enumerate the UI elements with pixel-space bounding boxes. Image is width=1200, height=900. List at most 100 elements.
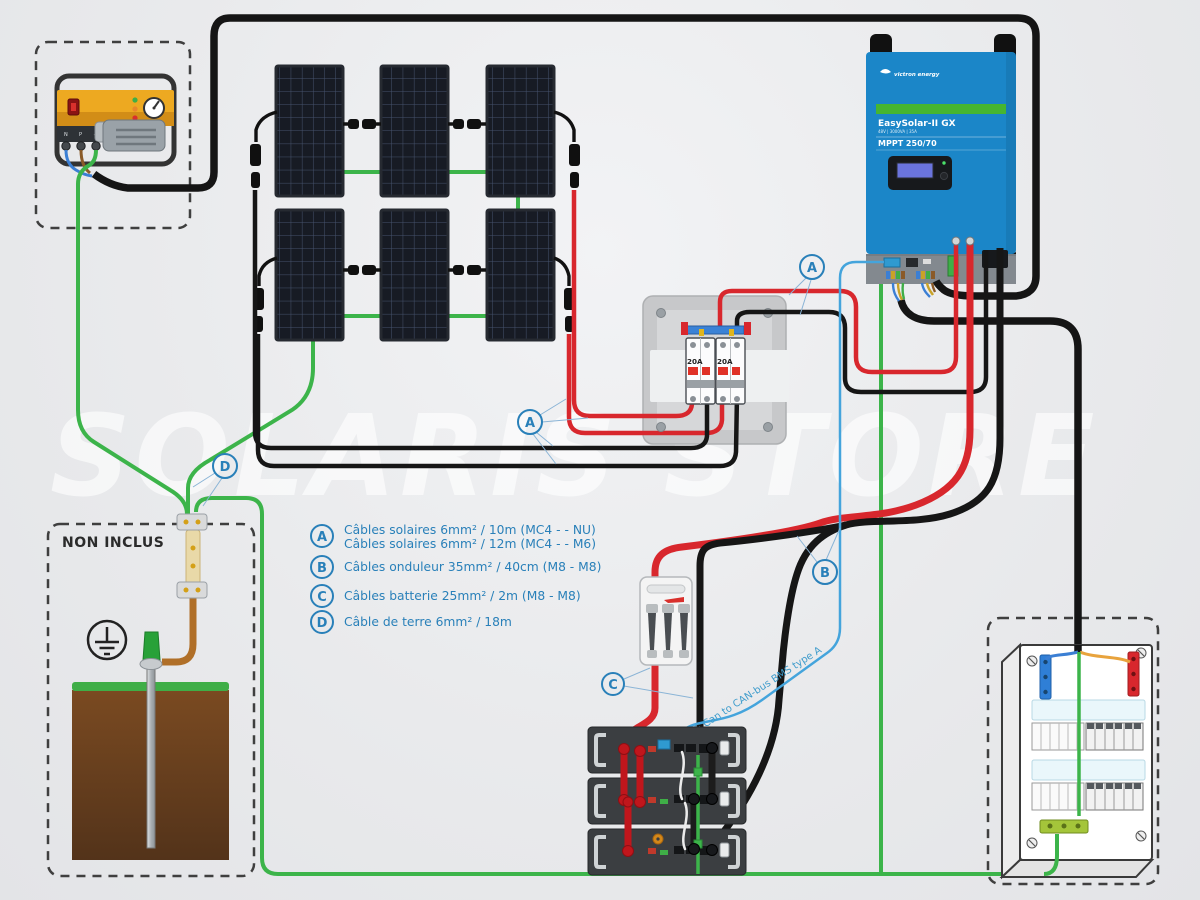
ground-wire-generator [76,149,189,515]
svg-text:C: C [317,590,327,605]
pv-cable-red-string1 [571,190,695,419]
legend-marker-d [310,610,334,634]
wire-clamp [176,581,208,599]
breaker-row [1031,782,1144,811]
victron-wing-icon [880,69,891,74]
solar-panel [379,64,450,198]
svg-text:D: D [220,460,231,475]
solar-panel [379,208,450,342]
breaker-rating-label: 20A [687,357,703,366]
solar-panel [485,64,556,198]
panel-screws [1026,647,1147,849]
battery-switch [719,740,730,756]
solar-panel [485,208,556,342]
gx-led [942,161,946,165]
ac-cable-generator-to-inverter [91,14,1040,300]
solar-array [250,64,580,342]
generator-engine [102,119,166,152]
battery-jumpers [620,744,716,855]
svg-text:B: B [317,561,327,576]
panel-live-wire [1079,650,1131,664]
solar-panel-row1 [274,64,556,198]
legend-marker-a [310,524,334,548]
marker-a2 [517,409,543,435]
inverter-easysolar: victron energy EasySolar-II GX 48V | 300… [866,34,1016,284]
legend-line: Câbles solaires 6mm² / 12m (MC4 - - M6) [344,537,596,551]
mc4-connector-icon [251,172,260,188]
terminal-label-n: N [64,132,68,138]
battery-fuse-holder [639,576,693,666]
legend-marker-b [310,555,334,579]
distribution-panel [999,642,1155,880]
battery-switch [719,842,730,858]
green-stripe [876,104,1006,114]
battery-plus-stud [965,236,975,246]
pv-plus-stud [951,236,961,246]
generator-dashed-box [34,40,192,230]
svg-text:A: A [525,416,535,431]
wire-clamp [176,513,208,531]
pv-breakers: 20A 20A [656,308,773,432]
legend-line: Câble de terre 6mm² / 18m [344,615,512,629]
non-inclus-label: NON INCLUS [62,535,164,551]
generator-terminal-strip [57,126,105,142]
inverter-brand: victron energy [894,72,940,78]
legend-marker-c [310,584,334,608]
solar-panel [274,64,345,198]
mc4-connector-icon [343,265,381,275]
battery-data-cable [682,801,688,851]
wire-duct [1031,699,1146,721]
ac-fanout-wires [891,282,937,302]
panel-ground-exit-wire [1043,834,1059,876]
mc4-connector-icon [570,172,579,188]
generator: N P ⏚ [54,73,177,178]
wire-duct [1031,759,1146,781]
vecan-port [883,257,901,268]
breaker-row [1031,722,1144,751]
pv-cable-red-to-inverter [717,245,959,375]
rod-clamp [139,658,163,670]
mc4-connector-icon [250,144,261,166]
svg-text:D: D [317,616,328,631]
battery-unit [587,828,747,876]
inverter-specs: 48V | 3000VA | 35A [878,129,917,134]
battery-data-cable [679,750,685,801]
distribution-panel-dashed-box [986,616,1160,886]
inverter-mppt: MPPT 250/70 [878,139,937,148]
vecan-cable-label: VE.Can to CAN-bus BMS type A [687,645,824,739]
generator-led-green [132,97,138,103]
marker-d [212,453,238,479]
pv-cable-black-string2 [255,334,740,469]
terminal-label-p: P [79,132,82,138]
main-cables [91,14,1082,852]
marker-a1 [799,254,825,280]
rod-cap [142,631,161,661]
generator-led-red [132,115,138,121]
battery-bank [587,726,747,876]
breaker-busbar [681,322,751,336]
generator-phase-wire [79,149,91,175]
svg-text:C: C [608,678,618,693]
fuse-handles [646,604,690,658]
mc4-connector-icon [569,144,580,166]
battery-switch [719,791,730,807]
earth-symbol-icon [86,619,128,661]
generator-led-orange [132,106,138,112]
ethernet-port [906,258,918,267]
solar-panel-row2 [274,208,556,342]
inverter-model: EasySolar-II GX [878,119,956,129]
breaker-rating-label: 20A [717,357,733,366]
solar-panel [274,208,345,342]
svg-text:B: B [820,566,830,581]
gx-button [939,171,949,181]
mc4-connectors [343,119,486,275]
pv-cable-red-string2 [566,334,725,436]
fuse-lever [664,597,684,603]
marker-c [601,672,625,696]
legend-line: Câbles batterie 25mm² / 2m (M8 - M8) [344,589,581,603]
svg-text:A: A [807,261,817,276]
panel-neutral-wire [1044,650,1079,661]
ground-rod [146,639,156,849]
